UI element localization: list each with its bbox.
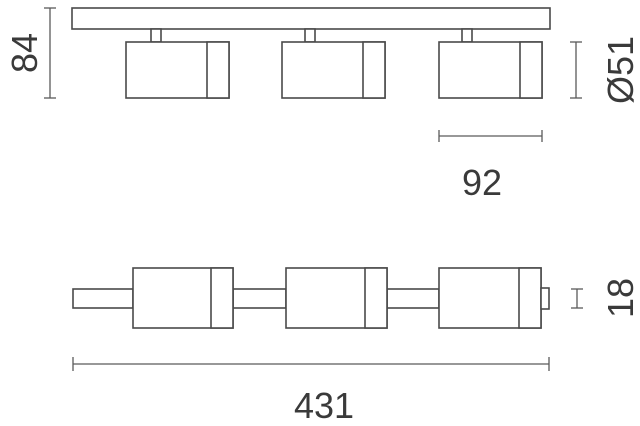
rail-segment xyxy=(386,288,440,309)
spotlight-top-2 xyxy=(285,267,388,329)
mounting-bar xyxy=(71,7,551,30)
dimension-length: 431 xyxy=(72,357,550,426)
dimension-length-label: 431 xyxy=(294,385,354,426)
spotlight-ring xyxy=(519,41,543,99)
dimension-diameter: Ø51 xyxy=(570,36,640,104)
dimension-height: 84 xyxy=(4,7,56,99)
dimension-depth-label: 18 xyxy=(600,278,640,318)
spotlight-top-1 xyxy=(132,267,234,329)
rail-segment xyxy=(232,288,287,309)
dimension-diameter-label: Ø51 xyxy=(600,36,640,104)
spotlight-ring xyxy=(210,267,234,329)
rail-end-cap xyxy=(540,287,550,310)
dimension-spacing: 92 xyxy=(438,130,543,203)
spotlight-ring xyxy=(364,267,388,329)
spotlight-stem xyxy=(304,28,316,43)
dimension-height-label: 84 xyxy=(4,33,45,73)
dimension-spacing-label: 92 xyxy=(462,162,502,203)
spotlight-ring xyxy=(518,267,542,329)
spotlight-front-1 xyxy=(125,28,230,99)
top-view: 18 431 xyxy=(72,267,640,426)
spotlight-ring xyxy=(362,41,386,99)
spotlight-front-2 xyxy=(281,28,386,99)
front-view: 84 Ø51 92 xyxy=(4,7,640,203)
rail-segment xyxy=(72,288,134,309)
spotlight-front-3 xyxy=(438,28,543,99)
spotlight-stem xyxy=(150,28,162,43)
dimension-depth: 18 xyxy=(571,278,640,318)
spotlight-stem xyxy=(461,28,473,43)
spotlight-top-3 xyxy=(438,267,542,329)
spotlight-ring xyxy=(206,41,230,99)
